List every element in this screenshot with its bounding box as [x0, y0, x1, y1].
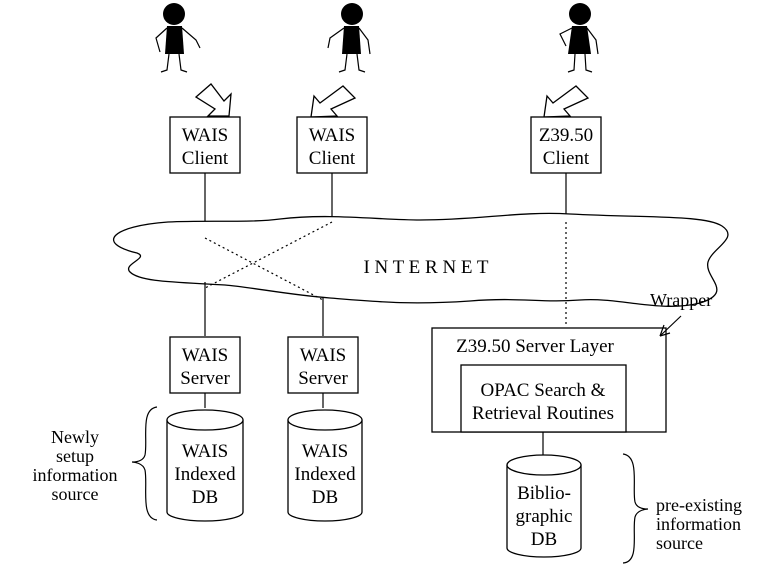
opac-line1: OPAC Search &	[481, 380, 606, 401]
wais-db-1: WAIS Indexed DB	[166, 409, 244, 522]
wais-server-2-line1: WAIS	[300, 345, 346, 366]
z3950-server-layer: Z39.50 Server Layer OPAC Search & Retrie…	[431, 327, 667, 433]
wais-server-2: WAIS Server	[287, 336, 359, 394]
user-to-client-arrow-3	[543, 85, 590, 118]
user-to-client-arrow-1	[194, 83, 232, 117]
newly-line4: source	[52, 484, 99, 504]
wais-db-2-line3: DB	[312, 487, 338, 508]
internet-label: I N T E R N E T	[363, 257, 488, 278]
biblio-db-line1: Biblio-	[517, 483, 571, 504]
wais-client-1: WAIS Client	[169, 116, 241, 174]
cross-link-1	[204, 237, 324, 301]
user-icon-1	[155, 3, 201, 73]
wais-db-1-line3: DB	[192, 487, 218, 508]
z3950-server-layer-title: Z39.50 Server Layer	[456, 336, 614, 357]
left-brace	[131, 406, 158, 521]
wais-db-1-line2: Indexed	[174, 464, 236, 485]
z3950-client-line2: Client	[543, 148, 590, 169]
opac-line2: Retrieval Routines	[472, 403, 614, 424]
wais-db-2: WAIS Indexed DB	[287, 409, 363, 522]
biblio-db-line3: DB	[531, 529, 557, 550]
wais-client-2: WAIS Client	[296, 116, 368, 174]
newly-line2: setup	[56, 446, 94, 466]
right-brace	[622, 453, 649, 564]
wais-server-2-line2: Server	[298, 368, 348, 389]
user-icon-3	[559, 3, 599, 73]
pre-existing-annotation: pre-existing information source	[656, 495, 742, 553]
wais-db-2-line2: Indexed	[294, 464, 356, 485]
wais-server-1: WAIS Server	[169, 336, 241, 394]
wrapper-arrow	[659, 315, 682, 337]
wais-client-2-line1: WAIS	[309, 125, 355, 146]
biblio-db: Biblio- graphic DB	[506, 454, 582, 558]
biblio-db-line2: graphic	[516, 506, 573, 527]
cross-link-2	[204, 221, 333, 289]
wais-client-2-line2: Client	[309, 148, 356, 169]
wais-server-1-line1: WAIS	[182, 345, 228, 366]
preexisting-line2: information	[656, 514, 741, 534]
wais-db-2-line1: WAIS	[302, 441, 348, 462]
user-to-client-arrow-2	[310, 85, 357, 118]
wais-client-1-line2: Client	[182, 148, 229, 169]
preexisting-line1: pre-existing	[656, 495, 742, 515]
wais-db-1-line1: WAIS	[182, 441, 228, 462]
newly-line3: information	[33, 465, 118, 485]
wais-client-1-line1: WAIS	[182, 125, 228, 146]
user-icon-2	[327, 3, 371, 73]
internet-cloud	[113, 212, 729, 307]
z3950-client-line1: Z39.50	[539, 125, 593, 146]
newly-setup-annotation: Newly setup information source	[33, 427, 118, 504]
preexisting-line3: source	[656, 533, 703, 553]
wrapper-label: Wrapper	[650, 290, 712, 310]
wais-server-1-line2: Server	[180, 368, 230, 389]
z3950-client: Z39.50 Client	[530, 116, 602, 174]
newly-line1: Newly	[51, 427, 99, 447]
